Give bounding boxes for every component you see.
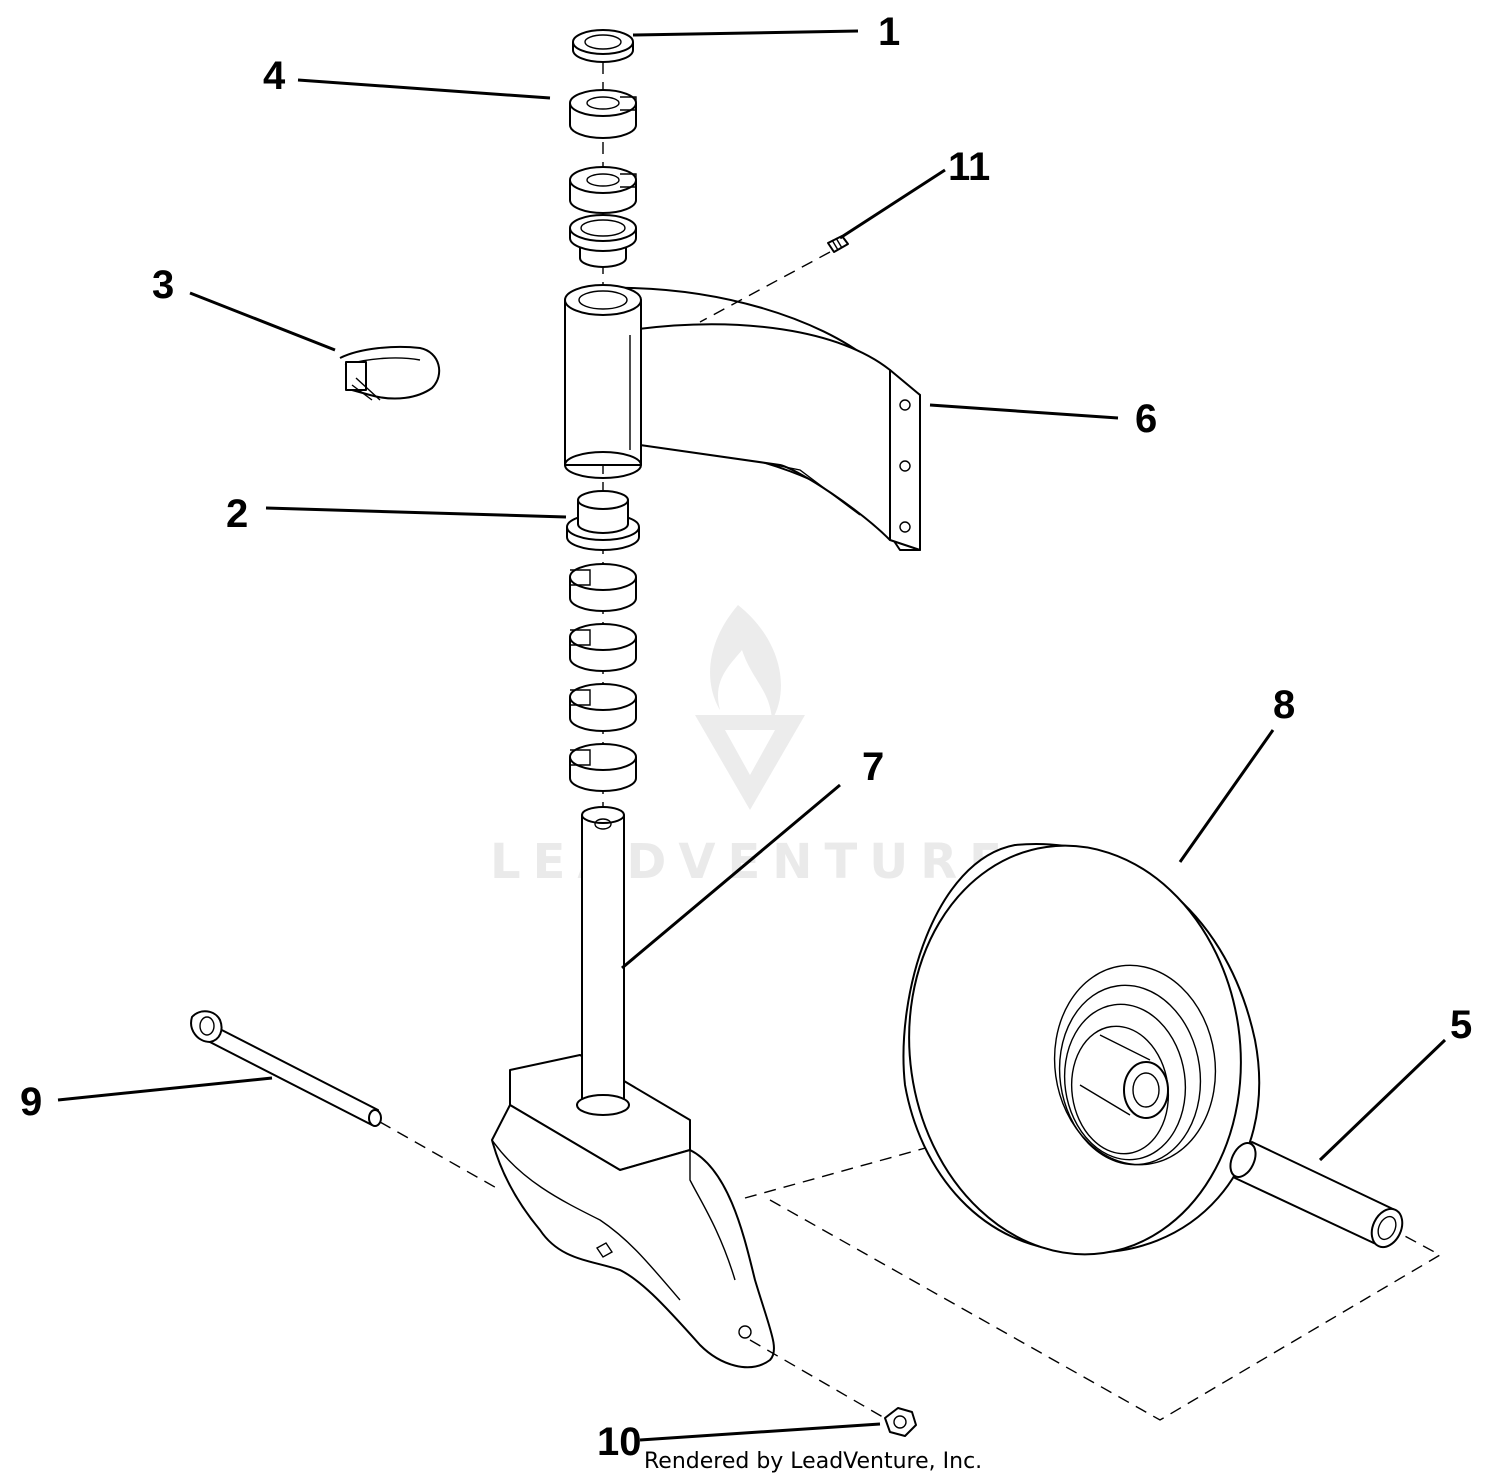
bolt-guide-line <box>379 1121 501 1191</box>
callout-labels: 1 2 3 4 5 6 7 8 9 10 11 <box>20 10 1472 1464</box>
callout-4: 4 <box>263 54 286 98</box>
leader-3 <box>189 291 336 352</box>
nut-guide-line <box>749 1339 889 1421</box>
part-9-axle-bolt <box>190 1010 382 1127</box>
callout-2: 2 <box>226 492 248 536</box>
upper-bushing <box>569 214 637 268</box>
part-4-spacers <box>569 89 637 214</box>
part-3-hitch-pin <box>339 345 441 401</box>
axle-tube-guide-line <box>769 1199 1442 1421</box>
part-5-axle-spacer <box>1229 1141 1404 1249</box>
spacer-washer <box>569 683 637 732</box>
spacer-washer <box>569 743 637 792</box>
part-6-caster-arm <box>564 284 921 551</box>
callout-1: 1 <box>878 10 900 54</box>
watermark: LEADVENTURE <box>490 605 1014 890</box>
watermark-text: LEADVENTURE <box>490 834 1014 890</box>
leadventure-flame-logo <box>695 605 805 810</box>
leader-10 <box>639 1422 881 1442</box>
spacer-washer <box>569 563 637 612</box>
callout-6: 6 <box>1135 397 1157 441</box>
leader-8 <box>1178 729 1275 863</box>
leader-11 <box>839 168 946 240</box>
spacer-washer <box>569 166 637 214</box>
callout-5: 5 <box>1450 1003 1472 1047</box>
callout-11: 11 <box>948 145 990 189</box>
callout-8: 8 <box>1273 683 1295 727</box>
leader-1 <box>632 29 859 37</box>
leader-2 <box>265 506 567 519</box>
render-credit: Rendered by LeadVenture, Inc. <box>644 1449 982 1474</box>
callout-3: 3 <box>152 263 174 307</box>
leader-7 <box>621 783 841 970</box>
callout-10: 10 <box>597 1420 642 1464</box>
fitting-guide-line <box>699 251 831 323</box>
spacer-washer <box>569 89 637 139</box>
leader-lines <box>57 29 1447 1442</box>
part-10-hex-nut <box>884 1407 917 1437</box>
part-7-caster-fork <box>491 806 776 1369</box>
leader-5 <box>1318 1038 1447 1162</box>
leader-9 <box>57 1076 273 1102</box>
part-11-grease-fitting <box>827 235 849 253</box>
callout-7: 7 <box>862 745 884 789</box>
part-1-washer <box>572 29 634 63</box>
spacer-washer <box>569 623 637 672</box>
lower-spacers <box>569 563 637 792</box>
part-2-bushing <box>566 490 640 551</box>
leader-6 <box>929 403 1119 420</box>
part-8-wheel <box>902 843 1261 1256</box>
leader-4 <box>297 78 551 100</box>
callout-9: 9 <box>20 1080 42 1124</box>
